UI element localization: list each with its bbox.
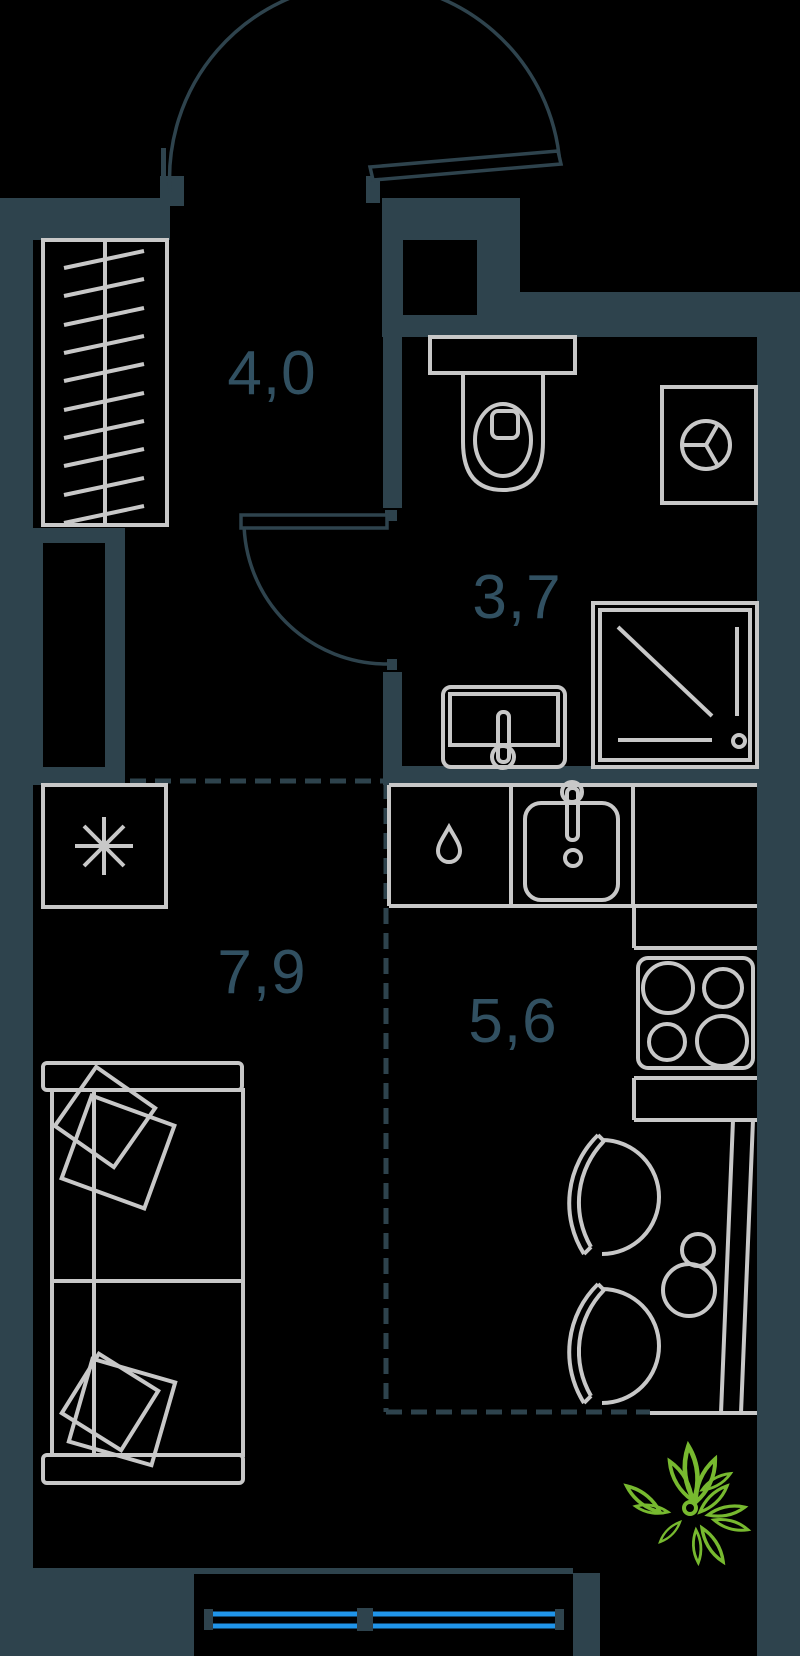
entrance-door: [167, 0, 564, 193]
bathroom-door: [239, 513, 389, 666]
plant-icon: [621, 1446, 751, 1566]
toilet-flush: [490, 409, 520, 440]
plant-center: [682, 1500, 698, 1516]
chair-backrest: [567, 1282, 600, 1405]
bathroom-door-leaf: [239, 513, 389, 530]
pillow-icon: [52, 1064, 177, 1211]
washbasin-outline: [441, 685, 567, 769]
washbasin-inner: [448, 692, 560, 747]
dining-table-icon: [661, 1118, 756, 1415]
wall-segment: [0, 1568, 194, 1656]
sofa-icon: [41, 1061, 245, 1485]
refrigerator-icon: [41, 783, 168, 909]
door-frame-mark: [366, 176, 380, 203]
burner: [695, 1014, 749, 1068]
wall-segment: [383, 337, 402, 508]
door-frame-mark: [387, 659, 397, 670]
refrigerator-outline: [41, 783, 168, 909]
duct-niche-opening: [43, 543, 105, 767]
kitchen-area-label: 5,6: [468, 987, 557, 1056]
chair-seat: [601, 1287, 661, 1405]
bathroom-area-label: 3,7: [472, 563, 561, 632]
wall-segment: [0, 198, 33, 1656]
chair-backrest: [567, 1133, 600, 1256]
kitchen-tap: [565, 786, 580, 842]
burner: [641, 961, 695, 1015]
sofa-body: [50, 1088, 245, 1457]
table-top: [718, 1118, 756, 1415]
door-frame-mark: [168, 190, 184, 206]
chair-seat: [601, 1138, 661, 1256]
shower-icon: [591, 601, 759, 769]
window-mullion: [357, 1608, 373, 1631]
chair-icon: [567, 1282, 661, 1405]
door-frame-mark: [385, 510, 397, 521]
shower-outline: [591, 601, 759, 769]
chair-icon: [567, 1133, 661, 1256]
shower-drain: [731, 733, 747, 749]
walls: [0, 148, 800, 1656]
washbasin-tap-base: [490, 744, 516, 770]
stove-outline: [636, 956, 755, 1070]
washbasin-tap: [496, 710, 511, 764]
toilet-icon: [428, 335, 577, 493]
zone-boundaries: [130, 778, 757, 1415]
wall-segment: [573, 1573, 600, 1656]
chair-backrest: [576, 1288, 606, 1398]
vent-niche-opening: [403, 240, 477, 315]
plate: [661, 1262, 717, 1318]
burner: [647, 1022, 687, 1062]
living-room-area-label: 7,9: [217, 938, 306, 1007]
wall-segment: [383, 672, 402, 785]
wall-segment: [757, 337, 800, 1656]
entrance-door-swing-arc: [167, 0, 562, 193]
toilet-tank: [428, 335, 577, 375]
kitchen-counter: [387, 780, 757, 1122]
wardrobe-icon: [41, 238, 169, 527]
toilet-bowl-inner: [473, 402, 533, 478]
bathroom-door-swing-arc: [242, 520, 388, 666]
pillow-icon: [59, 1351, 178, 1468]
washer-outline: [660, 385, 758, 505]
kitchen-sink-icon: [523, 780, 620, 902]
toilet-bowl: [461, 371, 545, 493]
window: [204, 1608, 564, 1631]
kitchen-sink-drain: [563, 848, 583, 868]
window-end-cap: [204, 1609, 213, 1630]
chair-backrest: [576, 1139, 606, 1249]
plate: [680, 1232, 716, 1268]
window-end-cap: [555, 1609, 564, 1630]
kitchen-tap-base: [560, 780, 584, 804]
shower-tray: [598, 608, 752, 762]
wall-segment: [383, 766, 757, 783]
sofa-armrest: [41, 1453, 245, 1485]
stove-icon: [636, 956, 755, 1070]
window-lintel-line: [194, 1568, 573, 1574]
hallway-area-label: 4,0: [227, 339, 316, 408]
door-frame-mark: [161, 148, 166, 198]
entrance-door-leaf: [367, 149, 564, 182]
washing-machine-icon: [660, 385, 758, 505]
washbasin-icon: [441, 685, 567, 770]
wall-segment: [520, 292, 800, 337]
dishwasher-drop-icon: [435, 822, 463, 864]
burner: [702, 967, 744, 1009]
sofa-armrest: [41, 1061, 244, 1092]
